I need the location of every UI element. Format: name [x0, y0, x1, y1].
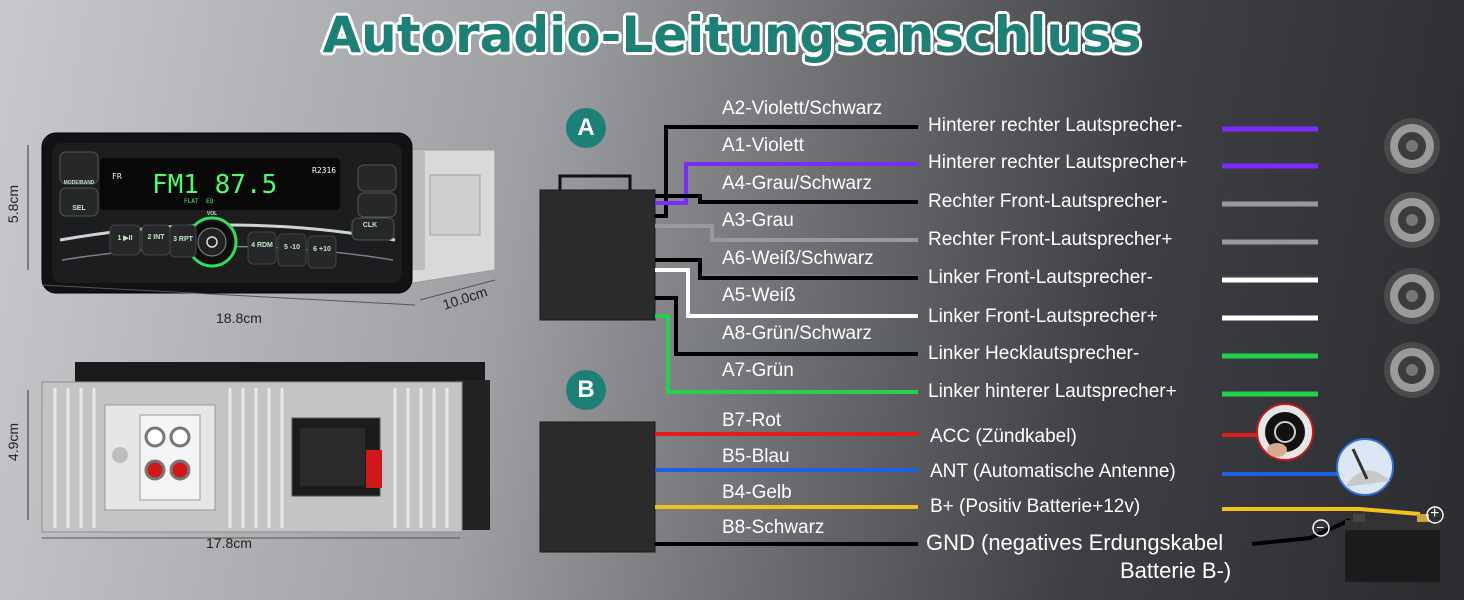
wire-label-a8: A8-Grün/Schwarz	[722, 323, 872, 344]
dest-label-a1: Hinterer rechter Lautsprecher+	[928, 152, 1188, 173]
display-band: FR	[112, 172, 122, 181]
gnd-wire	[1251, 518, 1351, 546]
display-frequency: FM1 87.5	[152, 170, 278, 200]
radio-front-image	[27, 132, 496, 306]
mode-band-button-label: MODE/BAND	[63, 180, 95, 186]
wire-a-7	[655, 296, 918, 356]
wire-label-a1: A1-Violett	[722, 135, 805, 156]
dest-label-b5: ANT (Automatische Antenne)	[930, 461, 1176, 482]
wire-a-5	[655, 258, 918, 280]
dest-label-a3: Rechter Front-Lautsprecher+	[928, 229, 1173, 250]
preset-button-5: 5 -10	[284, 244, 300, 251]
preset-button-4: 4 RDM	[251, 242, 273, 249]
sel-button-label: SEL	[72, 205, 86, 212]
speaker-icon	[1384, 342, 1440, 398]
front-width-dimension: 18.8cm	[216, 310, 262, 326]
wire-label-a6: A6-Weiß/Schwarz	[722, 248, 874, 269]
preset-button-3: 3 RPT	[173, 236, 193, 243]
dest-label-a7: Linker hinterer Lautsprecher+	[928, 381, 1177, 402]
dest-label-b4: B+ (Positiv Batterie+12v)	[930, 496, 1141, 517]
wire-a-2	[655, 162, 918, 205]
wire-a-6	[655, 268, 918, 318]
page-title: Autoradio-Leitungsanschluss	[322, 6, 1142, 64]
connector-a-block	[539, 189, 656, 321]
ignition-button-icon	[1256, 403, 1314, 461]
wire-a-4	[655, 224, 918, 242]
dest-label-a5: Linker Front-Lautsprecher+	[928, 306, 1158, 327]
connector-b-block	[539, 421, 656, 553]
battery-minus-sign: −	[1316, 519, 1325, 535]
vol-label: VOL	[206, 211, 218, 217]
rear-width-dimension: 17.8cm	[206, 535, 252, 551]
dest-label-b8-line2: Batterie B-)	[1120, 558, 1232, 583]
battery-icon	[1312, 506, 1444, 582]
wire-label-a2: A2-Violett/Schwarz	[722, 98, 883, 119]
preset-button-6: 6 +10	[313, 246, 331, 253]
dest-label-b7: ACC (Zündkabel)	[930, 426, 1077, 447]
dest-label-a4: Rechter Front-Lautsprecher-	[928, 191, 1168, 212]
antenna-icon	[1336, 438, 1394, 496]
speaker-icon	[1384, 268, 1440, 324]
wire-label-a3: A3-Grau	[722, 210, 794, 231]
display-model: R2316	[312, 166, 337, 175]
wire-label-a7: A7-Grün	[722, 360, 794, 381]
wire-a-1	[655, 125, 918, 218]
speaker-icon	[1384, 118, 1440, 174]
wire-label-b5: B5-Blau	[722, 446, 790, 467]
preset-button-2: 2 INT	[147, 234, 165, 241]
dest-label-a6: Linker Front-Lautsprecher-	[928, 267, 1153, 288]
wire-label-b7: B7-Rot	[722, 410, 782, 431]
display-flat: FLAT	[184, 198, 199, 205]
wire-label-b8: B8-Schwarz	[722, 517, 825, 538]
speaker-icon	[1384, 192, 1440, 248]
preset-button-1: 1 ▶II	[117, 235, 133, 242]
radio-rear-image	[27, 362, 490, 539]
connector-b-badge: B	[566, 370, 606, 410]
battery-plus-sign: +	[1430, 505, 1440, 522]
wire-label-a5: A5-Weiß	[722, 285, 796, 306]
dest-label-a2: Hinterer rechter Lautsprecher-	[928, 115, 1183, 136]
clk-button-label: CLK	[362, 222, 378, 229]
wire-label-b4: B4-Gelb	[722, 482, 792, 503]
display-eq: EQ	[206, 198, 214, 205]
dest-label-b8-line1: GND (negatives Erdungskabel	[926, 530, 1224, 555]
connector-a-badge: A	[566, 108, 606, 148]
wire-a-8	[655, 314, 918, 394]
bplus-wire	[1222, 507, 1421, 516]
wire-label-a4: A4-Grau/Schwarz	[722, 173, 872, 194]
dest-label-a8: Linker Hecklautsprecher-	[928, 343, 1140, 364]
